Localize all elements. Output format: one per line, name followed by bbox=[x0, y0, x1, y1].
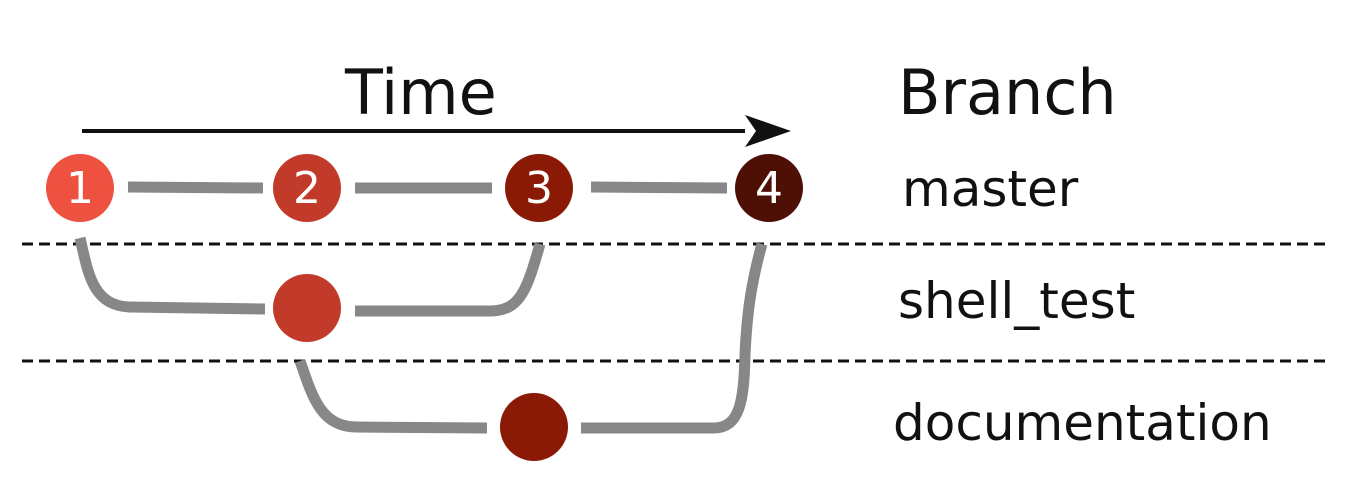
commit-2: 2 bbox=[273, 154, 341, 222]
commit-label: 2 bbox=[293, 163, 321, 214]
commit-1: 1 bbox=[46, 154, 114, 222]
time-label: Time bbox=[345, 56, 497, 129]
commit-label: 1 bbox=[66, 163, 94, 214]
commit-4: 4 bbox=[735, 154, 803, 222]
commit-node bbox=[735, 154, 803, 222]
connector-3-4 bbox=[590, 181, 728, 194]
branch-label-master: master bbox=[902, 160, 1079, 218]
connector-shell-3 bbox=[355, 242, 546, 317]
branch-label-documentation: documentation bbox=[893, 394, 1272, 452]
commit-node bbox=[273, 274, 341, 342]
commit-node bbox=[46, 154, 114, 222]
connector-shell-doc bbox=[294, 359, 488, 434]
commit-node bbox=[500, 393, 568, 461]
commit-node bbox=[273, 154, 341, 222]
branch-header: Branch bbox=[898, 56, 1117, 129]
connector-1-shell bbox=[74, 236, 266, 315]
time-arrow bbox=[82, 115, 791, 147]
branch-label-shell-test: shell_test bbox=[898, 272, 1136, 330]
commit-3: 3 bbox=[505, 154, 573, 222]
commit-documentation bbox=[500, 393, 568, 461]
commit-node bbox=[505, 154, 573, 222]
commit-label: 4 bbox=[755, 163, 783, 214]
arrow-head bbox=[745, 115, 791, 147]
connector-1-2 bbox=[127, 181, 264, 194]
connector-doc-4 bbox=[581, 242, 768, 434]
commit-shell-test bbox=[273, 274, 341, 342]
connectors bbox=[74, 181, 768, 434]
commit-label: 3 bbox=[525, 163, 553, 214]
